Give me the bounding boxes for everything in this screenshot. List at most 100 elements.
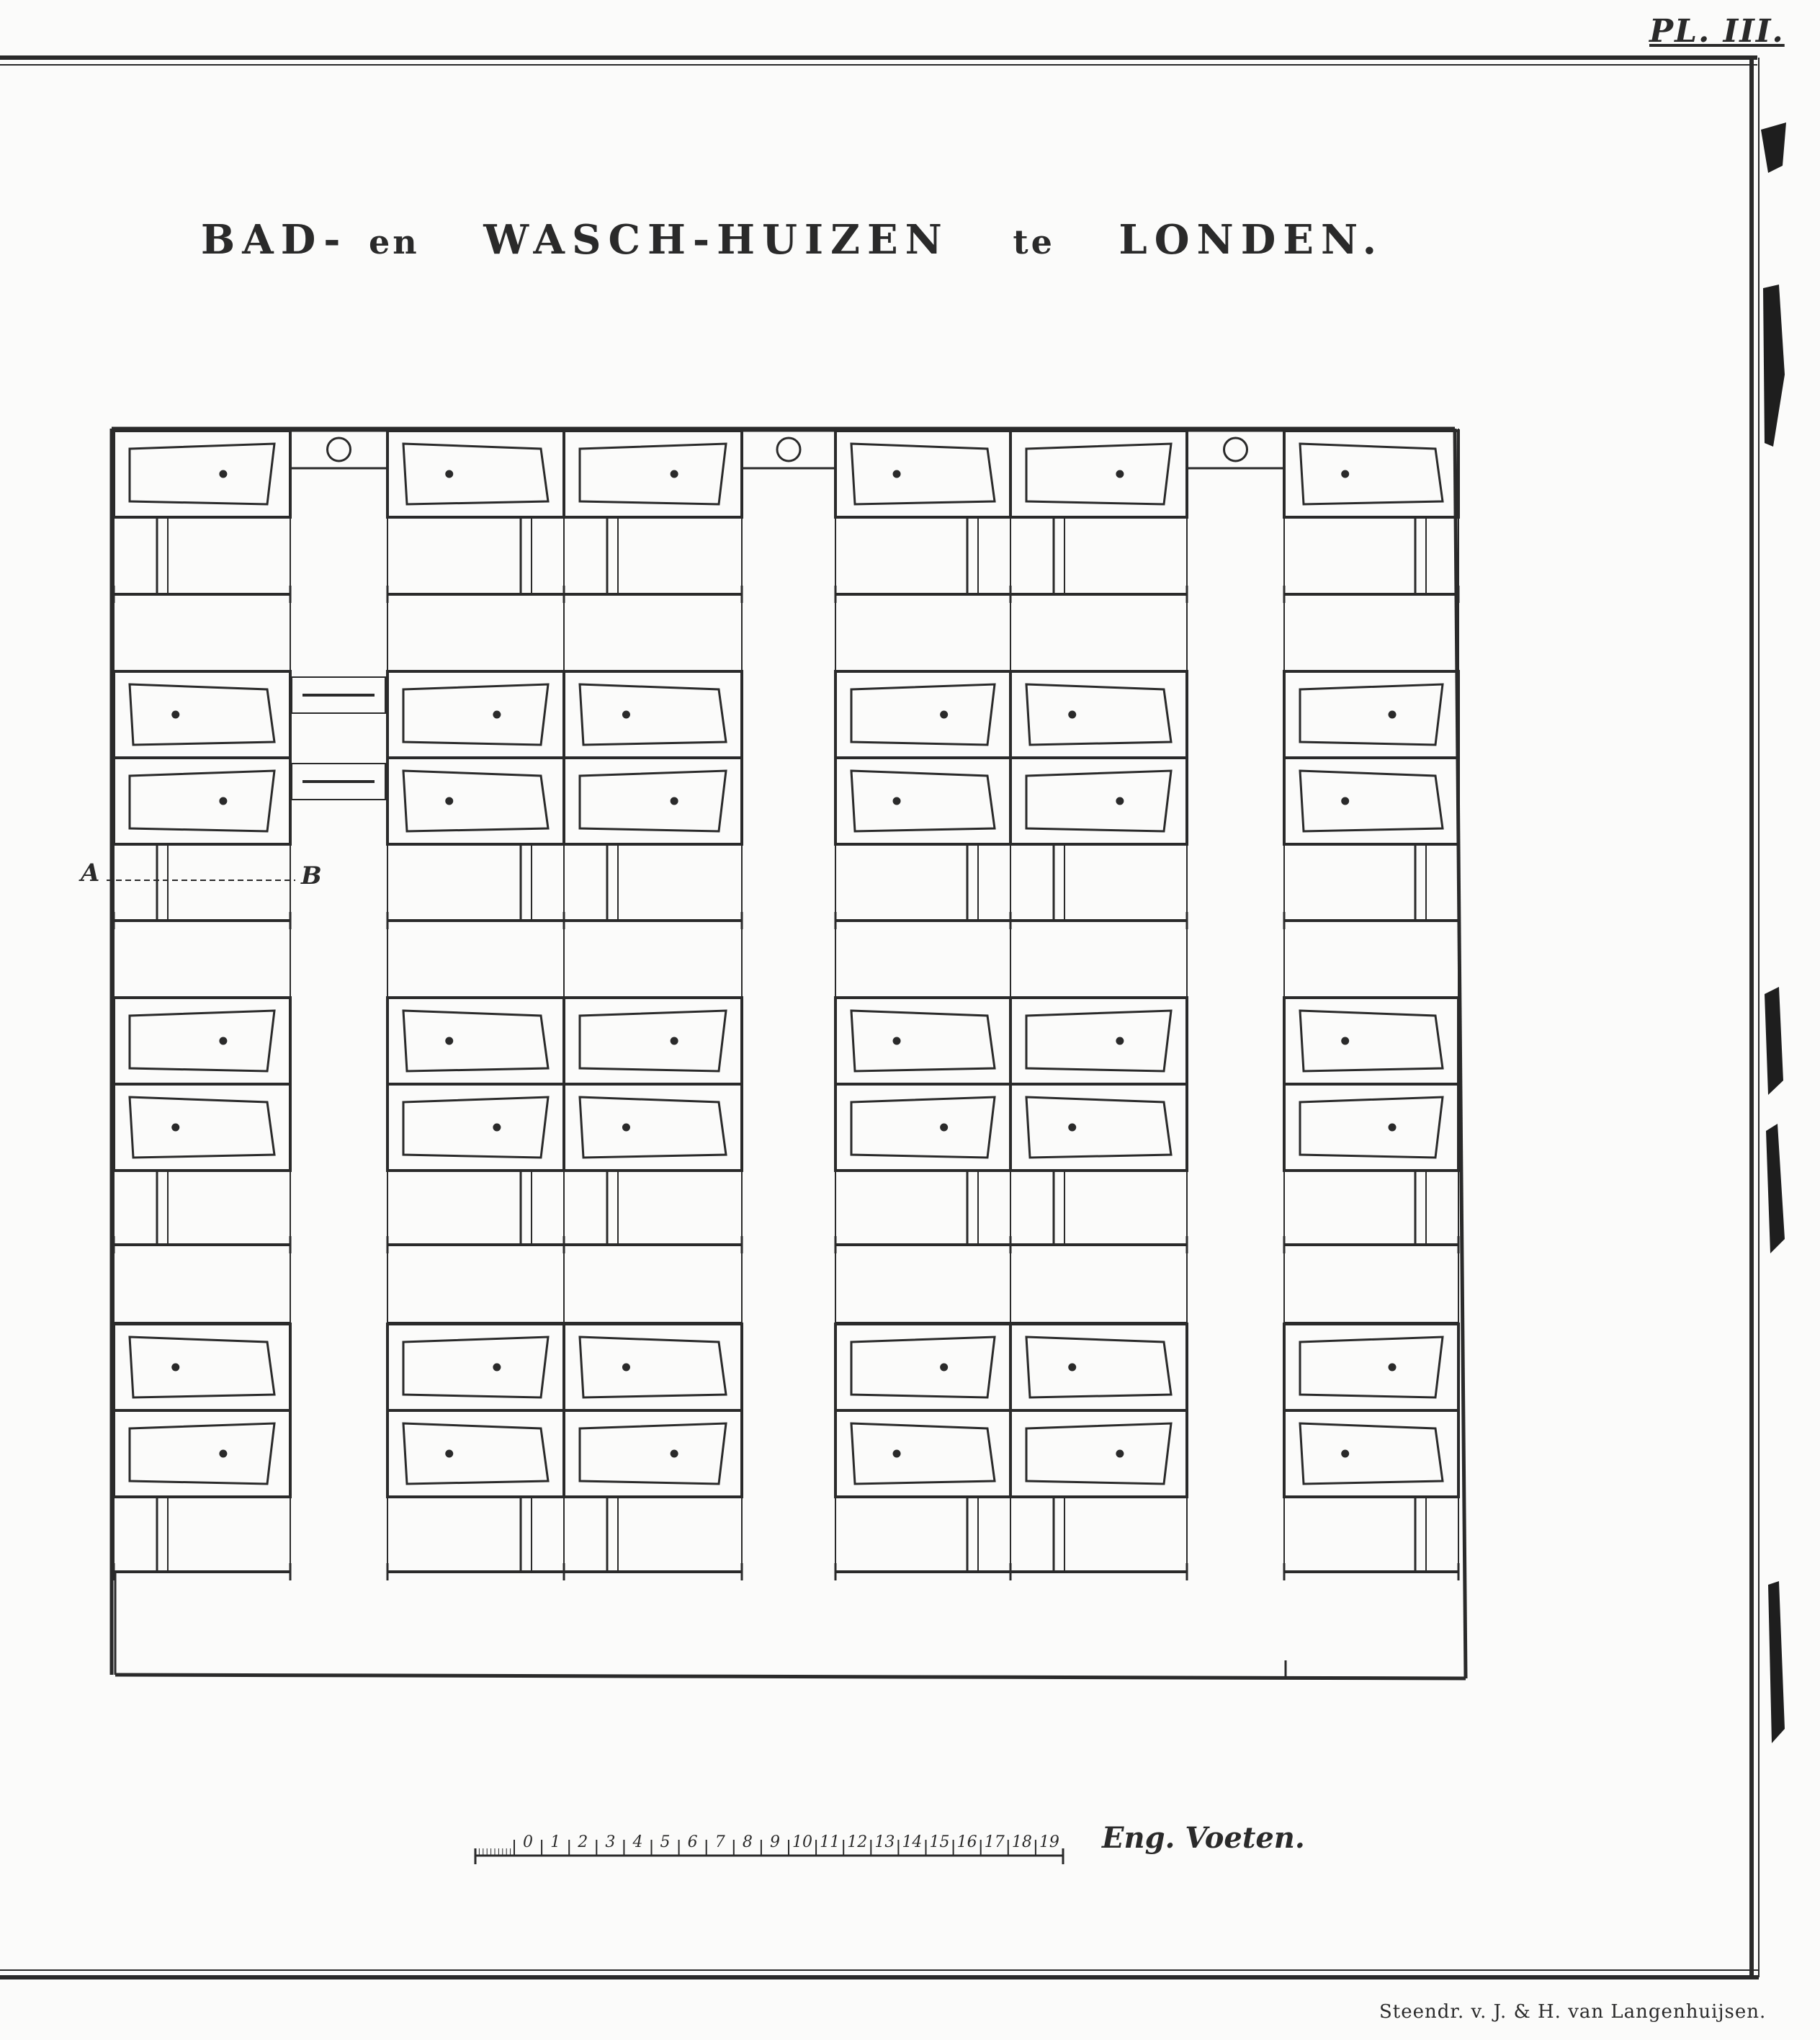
bath-tub — [1299, 1336, 1444, 1399]
bath-drain — [171, 1123, 180, 1132]
bath-drain — [219, 470, 228, 478]
bath-tub — [128, 1009, 276, 1073]
bath-tub — [578, 1096, 727, 1159]
printer-credit: Steendr. v. J. & H. van Langenhuijsen. — [1379, 2001, 1767, 2023]
bath-drain — [622, 1123, 630, 1132]
title-part-londen: LONDEN. — [1119, 216, 1384, 264]
scale-tick-label: 11 — [820, 1833, 840, 1851]
bath-tub — [1299, 1422, 1444, 1485]
scale-tick-label: 14 — [902, 1833, 923, 1851]
bath-tub — [128, 1336, 276, 1399]
bath-drain — [493, 1363, 501, 1372]
scale-tick-label: 13 — [874, 1833, 895, 1851]
bath-drain — [1341, 797, 1350, 805]
plate-frame — [0, 55, 1760, 1979]
bath-drain — [1068, 710, 1077, 719]
bath-tub — [402, 769, 550, 833]
bath-drain — [445, 1449, 454, 1458]
bath-drain — [1116, 470, 1124, 478]
bath-tub — [578, 1009, 727, 1073]
bath-drain — [171, 1363, 180, 1372]
bath-drain — [1068, 1123, 1077, 1132]
scale-tick-label: 19 — [1039, 1833, 1059, 1851]
bath-tub — [128, 769, 276, 833]
bath-tub — [1299, 769, 1444, 833]
bath-tub — [850, 1336, 996, 1399]
scale-tick-label: 3 — [605, 1833, 616, 1851]
title-part-te: te — [1013, 223, 1055, 261]
bath-drain — [892, 1037, 901, 1045]
bath-drain — [892, 470, 901, 478]
bath-drain — [445, 470, 454, 478]
bath-tub — [1025, 1096, 1173, 1159]
scale-tick-label: 1 — [550, 1833, 561, 1851]
torn-edge — [1761, 122, 1786, 1743]
bath-drain — [493, 710, 501, 719]
bath-tub — [1299, 683, 1444, 746]
bath-tub — [850, 769, 996, 833]
bath-tub — [128, 1422, 276, 1485]
bath-tub — [578, 442, 727, 506]
bath-tub — [402, 1009, 550, 1073]
bath-tub — [1025, 1009, 1173, 1073]
pipe-fitting — [291, 763, 386, 800]
bath-drain — [892, 797, 901, 805]
bath-drain — [670, 1037, 678, 1045]
bath-drain — [1116, 1037, 1124, 1045]
bath-drain — [445, 797, 454, 805]
bath-drain — [219, 1449, 228, 1458]
outer-wall-right — [1453, 428, 1468, 1679]
section-label-a: A — [81, 859, 100, 887]
scale-tick-label: 12 — [847, 1833, 868, 1851]
floor-plan — [109, 426, 1468, 1681]
boiler — [326, 437, 351, 462]
bath-drain — [1116, 1449, 1124, 1458]
title-part-en: en — [369, 223, 420, 261]
bath-tub — [578, 1336, 727, 1399]
boiler-housing — [1185, 429, 1286, 470]
boiler-housing — [740, 429, 837, 470]
bath-tub — [850, 1009, 996, 1073]
title-part-bad: BAD- — [200, 216, 348, 264]
scale-tick-label: 6 — [687, 1833, 698, 1851]
bath-drain — [1388, 710, 1397, 719]
bath-drain — [670, 1449, 678, 1458]
bath-drain — [219, 1037, 228, 1045]
scale-tick-label: 16 — [956, 1833, 977, 1851]
bath-tub — [1025, 683, 1173, 746]
bath-tub — [1025, 1422, 1173, 1485]
bath-tub — [1299, 442, 1444, 506]
scale-tick-label: 2 — [578, 1833, 588, 1851]
scale-tick-label: 4 — [632, 1833, 643, 1851]
bath-drain — [445, 1037, 454, 1045]
scale-tick-label: 5 — [660, 1833, 671, 1851]
scale-tick-label: 7 — [714, 1833, 725, 1851]
bath-drain — [1388, 1123, 1397, 1132]
bath-drain — [493, 1123, 501, 1132]
bath-drain — [1388, 1363, 1397, 1372]
bath-drain — [670, 797, 678, 805]
scale-tick-label: 10 — [792, 1833, 813, 1851]
bath-drain — [622, 1363, 630, 1372]
bath-tub — [578, 683, 727, 746]
bath-drain — [892, 1449, 901, 1458]
bath-tub — [128, 1096, 276, 1159]
boiler — [1223, 437, 1248, 462]
bath-drain — [1116, 797, 1124, 805]
bath-drain — [670, 470, 678, 478]
scale-tick-label: 9 — [769, 1833, 780, 1851]
boiler-housing — [289, 429, 389, 470]
bath-drain — [622, 710, 630, 719]
bath-tub — [850, 683, 996, 746]
scale-tick-label: 8 — [742, 1833, 753, 1851]
bath-tub — [578, 769, 727, 833]
plate-title: BAD- en WASCH-HUIZEN te LONDEN. — [0, 216, 1584, 264]
bath-drain — [1068, 1363, 1077, 1372]
bath-tub — [1299, 1009, 1444, 1073]
bath-drain — [940, 1363, 949, 1372]
bath-tub — [402, 442, 550, 506]
scale-tick-label: 17 — [984, 1833, 1005, 1851]
bath-tub — [850, 442, 996, 506]
bath-tub — [402, 1336, 550, 1399]
